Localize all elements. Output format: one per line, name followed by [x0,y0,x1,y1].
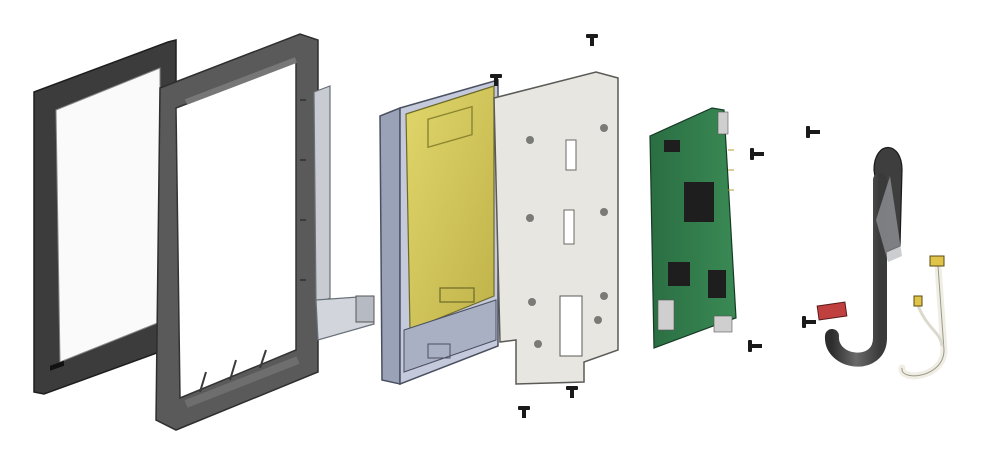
screw-icon [802,316,816,328]
screws [490,34,820,418]
screw-icon [566,386,578,398]
screw-icon [586,34,598,46]
screw-icon [490,74,502,86]
screw-icon [748,340,762,352]
display-module [379,79,499,386]
sensor-wire-assembly [898,255,948,380]
mounting-bracket [493,71,619,385]
flex-ribbon-cable [313,85,375,341]
screw-icon [806,126,820,138]
sheathed-cable-harness [816,146,903,367]
controller-pcb [649,107,737,349]
screw-icon [518,406,530,418]
bezel-frame [155,33,319,431]
front-glass-panel [33,39,177,395]
screw-icon [750,148,764,160]
